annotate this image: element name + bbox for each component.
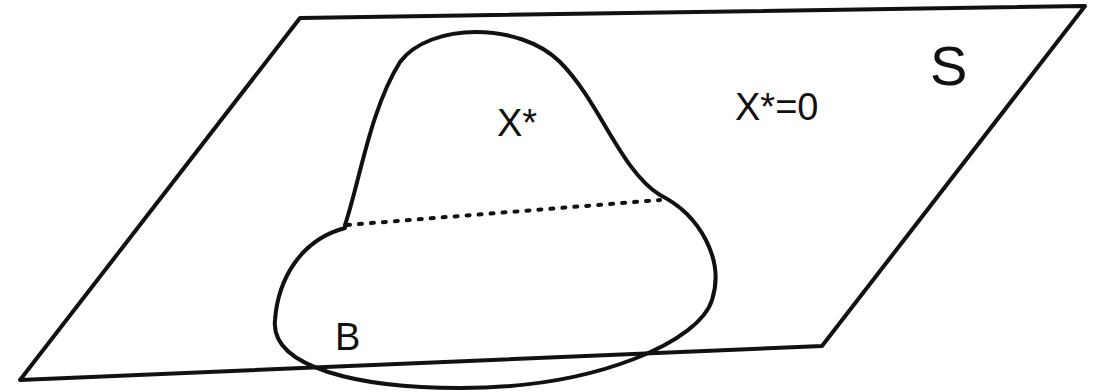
- outline-stroke: [20, 6, 1085, 380]
- outline-stroke: [275, 32, 716, 388]
- dome-label: X*: [497, 104, 537, 142]
- dashed-edge: [347, 200, 660, 225]
- dome-region: X* B: [265, 18, 730, 392]
- surface-label: S: [930, 38, 967, 94]
- dome-region-outline: [265, 18, 730, 392]
- base-label: B: [335, 318, 360, 356]
- region-label: X*=0: [735, 88, 818, 126]
